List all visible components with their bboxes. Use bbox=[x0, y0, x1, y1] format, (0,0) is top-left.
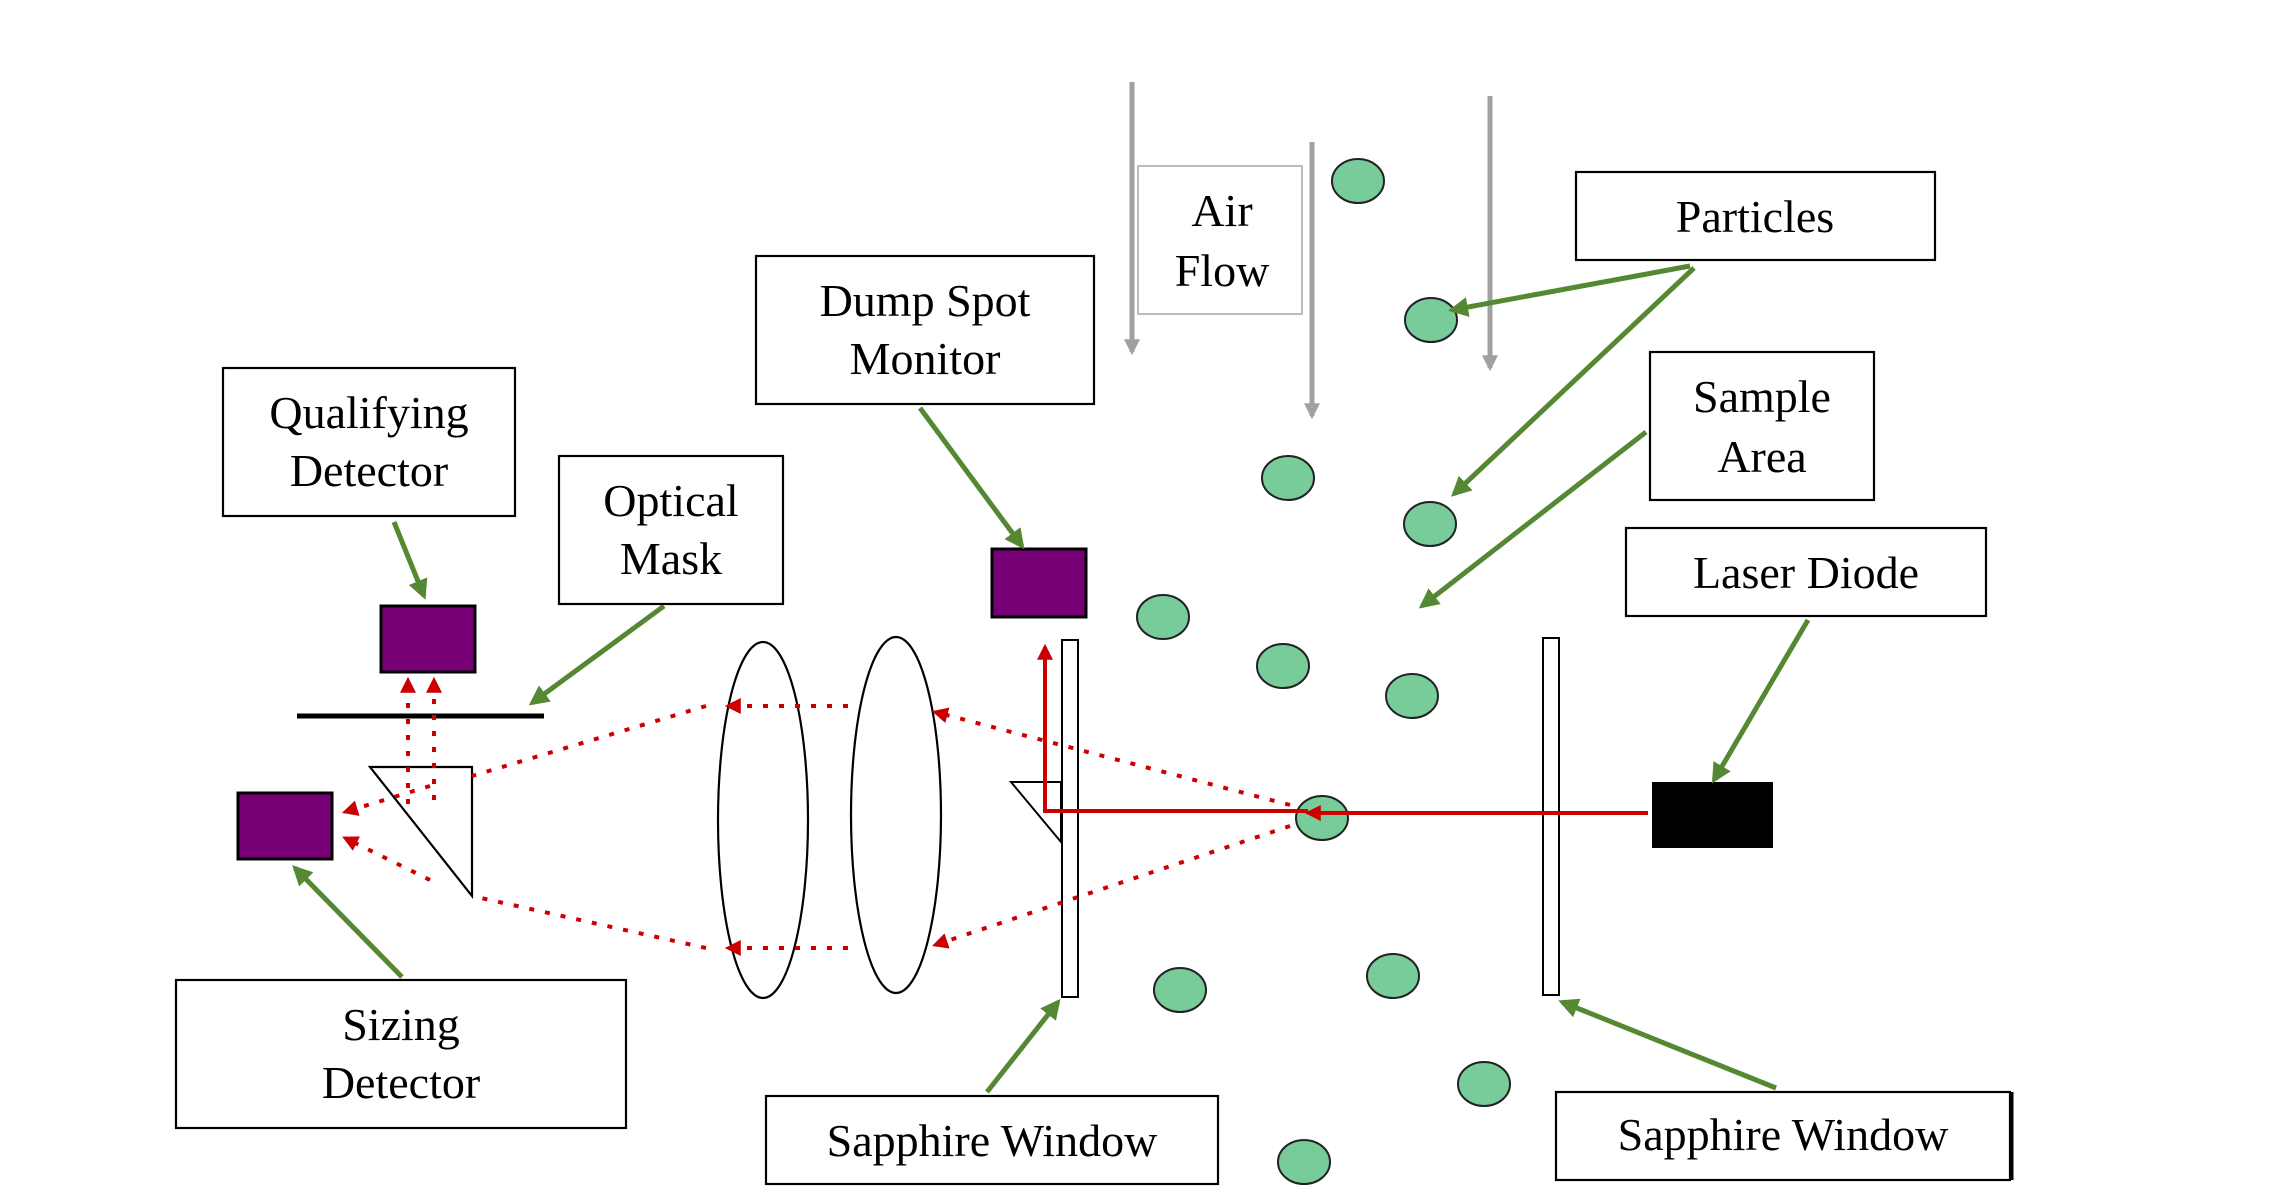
dump-spot-detector bbox=[990, 547, 1088, 619]
particle bbox=[1136, 594, 1190, 640]
pointer-dump-spot bbox=[917, 406, 1025, 550]
label-sapphire-window-left: Sapphire Window bbox=[764, 1094, 1220, 1186]
prism bbox=[367, 765, 474, 900]
particles-label: Particles bbox=[1676, 191, 1834, 242]
pointer-sample-area bbox=[1418, 430, 1648, 609]
air-flow-label-2: Flow bbox=[1175, 245, 1270, 296]
pointer-particles-2 bbox=[1451, 266, 1696, 497]
label-dump-spot-monitor: Dump Spot Monitor bbox=[754, 254, 1096, 406]
optical-mask-label-2: Mask bbox=[620, 533, 722, 584]
label-particles: Particles bbox=[1574, 170, 1937, 262]
qualifying-label-1: Qualifying bbox=[269, 387, 468, 438]
laser-diode bbox=[1652, 782, 1773, 848]
air-flow-arrows bbox=[1123, 82, 1499, 420]
pointer-laser-diode bbox=[1711, 618, 1811, 784]
pointer-sapphire-left bbox=[985, 998, 1061, 1094]
sample-area-label-2: Area bbox=[1717, 431, 1806, 482]
particle bbox=[1331, 158, 1385, 204]
dump-spot-label-1: Dump Spot bbox=[820, 275, 1031, 326]
sapphire-left-label: Sapphire Window bbox=[827, 1115, 1159, 1166]
sizing-label-1: Sizing bbox=[342, 999, 460, 1050]
particle bbox=[1277, 1139, 1331, 1185]
air-flow-label-box: Air Flow bbox=[1137, 165, 1303, 315]
pointer-optical-mask bbox=[528, 603, 666, 706]
lens-1 bbox=[716, 640, 810, 1000]
particle bbox=[1153, 967, 1207, 1013]
particle bbox=[1256, 643, 1310, 689]
pointer-sapphire-right bbox=[1558, 998, 1777, 1091]
sapphire-window-left bbox=[1061, 639, 1079, 998]
sample-area-label-1: Sample bbox=[1693, 371, 1831, 422]
dump-spot-label-2: Monitor bbox=[850, 333, 1001, 384]
label-qualifying-detector: Qualifying Detector bbox=[221, 366, 517, 518]
scattered-light bbox=[341, 676, 1291, 956]
sapphire-right-label: Sapphire Window bbox=[1618, 1109, 1950, 1160]
lens-2 bbox=[849, 635, 943, 995]
particle bbox=[1385, 673, 1439, 719]
optical-mask-label-1: Optical bbox=[603, 475, 738, 526]
label-sizing-detector: Sizing Detector bbox=[174, 978, 628, 1130]
particle bbox=[1295, 795, 1349, 841]
label-sample-area: Sample Area bbox=[1648, 350, 1876, 502]
label-optical-mask: Optical Mask bbox=[557, 454, 785, 606]
particle bbox=[1366, 953, 1420, 999]
label-sapphire-window-right: Sapphire Window bbox=[1554, 1090, 2014, 1182]
qualifying-label-2: Detector bbox=[290, 445, 448, 496]
pointer-qualifying bbox=[391, 521, 428, 600]
particle bbox=[1457, 1061, 1511, 1107]
pointer-arrows bbox=[292, 263, 1811, 1094]
laser-diode-label: Laser Diode bbox=[1693, 547, 1919, 598]
particle bbox=[1404, 297, 1458, 343]
particle bbox=[1261, 455, 1315, 501]
label-laser-diode: Laser Diode bbox=[1624, 526, 1988, 618]
sizing-label-2: Detector bbox=[322, 1057, 480, 1108]
qualifying-detector bbox=[379, 604, 477, 674]
pointer-sizing bbox=[292, 865, 404, 979]
sapphire-window-right bbox=[1542, 637, 1560, 996]
laser-beam bbox=[1037, 643, 1648, 821]
particle bbox=[1403, 501, 1457, 547]
pointer-particles-1 bbox=[1448, 263, 1691, 317]
air-flow-label-1: Air bbox=[1191, 185, 1252, 236]
sizing-detector bbox=[236, 791, 334, 861]
